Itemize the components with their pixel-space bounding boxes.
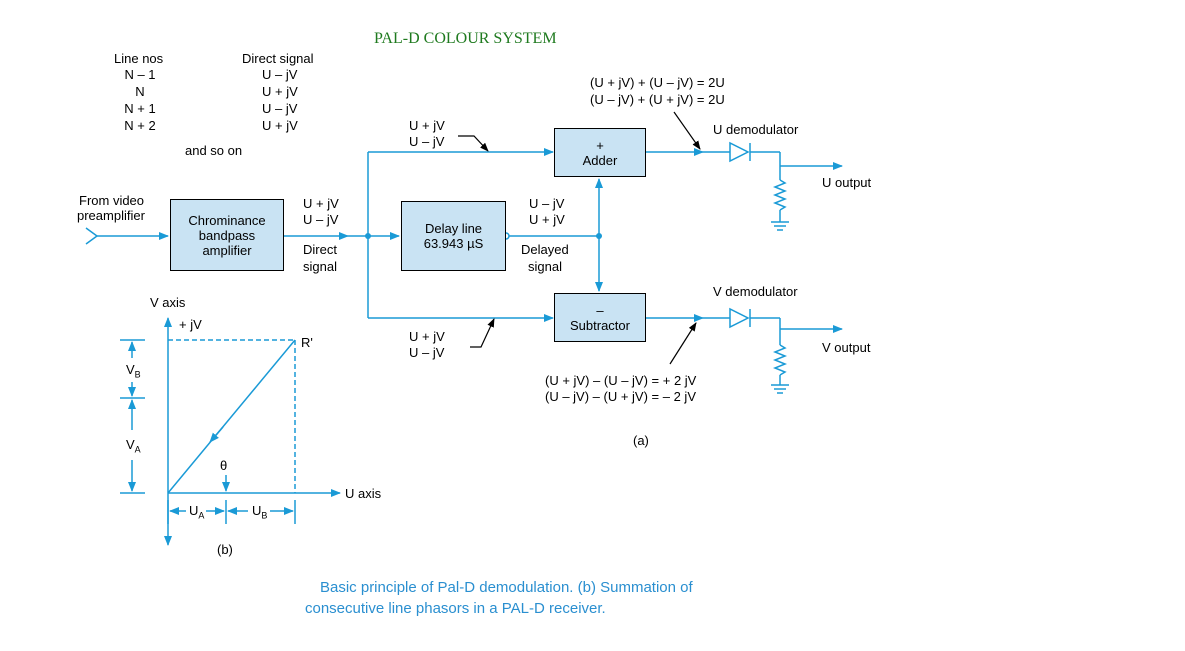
block-label: amplifier [202,242,252,258]
signal-label: U + jV [409,118,445,133]
table-header-direct-signal: Direct signal [242,51,314,66]
signal-label: U – jV [529,196,565,211]
adder-equation: (U + jV) + (U – jV) = 2U [590,75,725,90]
signal-label: Direct [303,242,337,257]
block-label: Delay line [424,221,483,236]
block-label: 63.943 µS [423,236,484,251]
block-label: Subtractor [570,317,630,333]
table-line: N [135,84,145,99]
theta-label: θ [220,458,228,473]
adder-block: + Adder [554,128,646,177]
input-label: From video [79,193,145,208]
block-label: Chrominance [188,212,266,228]
page-title: PAL-D COLOUR SYSTEM [374,30,557,47]
table-footer: and so on [185,143,243,158]
v-demodulator-label: V demodulator [713,284,798,299]
signal-label: signal [528,259,562,274]
signal-label: U – jV [409,345,445,360]
signal-label: U – jV [303,212,339,227]
signal-label: U + jV [529,212,565,227]
subtractor-sign: – [596,302,604,318]
block-label: Adder [582,152,618,168]
adder-equation: (U – jV) + (U + jV) = 2U [590,92,725,107]
v-axis-label: V axis [150,295,186,310]
ub-label: UB [252,503,268,521]
u-demodulator-label: U demodulator [713,122,799,137]
table-signal: U – jV [262,101,298,116]
va-label: VA [126,437,141,455]
figure-label-b: (b) [217,542,233,557]
adder-sign: + [596,137,604,153]
caption-line-1: Basic principle of Pal-D demodulation. (… [320,579,693,596]
figure-label-a: (a) [633,433,649,448]
subtractor-equation: (U – jV) – (U + jV) = – 2 jV [545,389,696,404]
table-signal: U + jV [262,118,298,133]
table-line: N – 1 [124,67,156,82]
u-output-label: U output [822,175,872,190]
vb-label: VB [126,362,141,380]
input-label: preamplifier [77,208,145,223]
table-line: N + 1 [124,101,156,116]
signal-label: U – jV [409,134,445,149]
v-output-label: V output [822,340,871,355]
block-label: bandpass [198,227,256,243]
signal-label: U + jV [303,196,339,211]
table-signal: U – jV [262,67,298,82]
table-header-line-nos: Line nos [114,51,164,66]
u-axis-label: U axis [345,486,382,501]
table-line: N + 2 [124,118,156,133]
caption-line-2: consecutive line phasors in a PAL-D rece… [305,600,606,617]
signal-label: Delayed [521,242,569,257]
signal-label: signal [303,259,337,274]
ua-label: UA [189,503,205,521]
plus-jv-label: + jV [179,317,202,332]
subtractor-block: – Subtractor [554,293,646,342]
delay-line-block: Delay line 63.943 µS [401,201,506,271]
table-signal: U + jV [262,84,298,99]
chrominance-amplifier-block: Chrominance bandpass amplifier [170,199,284,271]
subtractor-equation: (U + jV) – (U – jV) = + 2 jV [545,373,697,388]
r-point-label: R' [301,335,313,350]
signal-label: U + jV [409,329,445,344]
